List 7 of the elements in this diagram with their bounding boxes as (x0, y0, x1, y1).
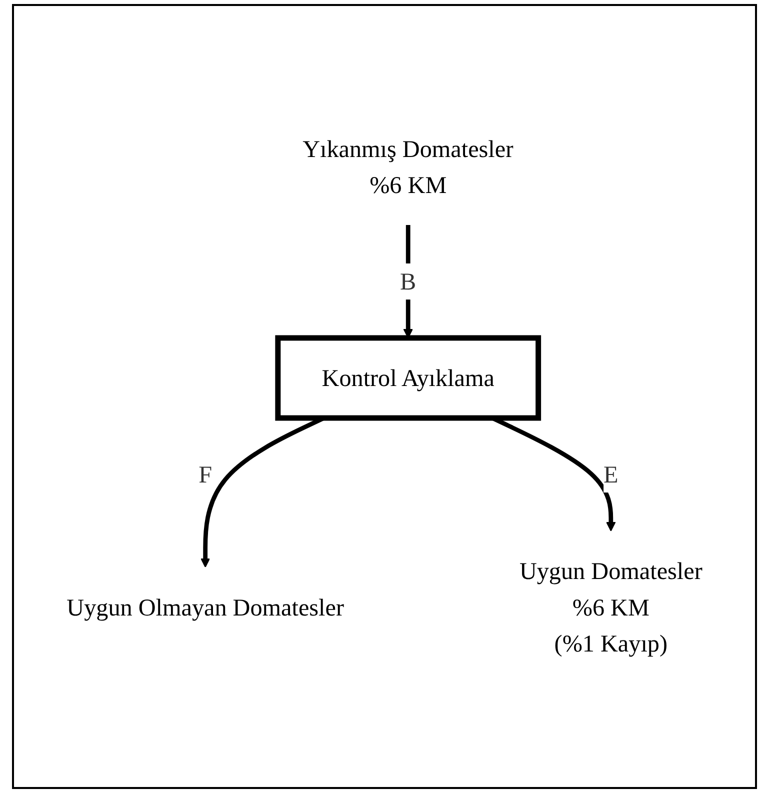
edge-label: B (400, 268, 416, 296)
node-text: Uygun Domatesler %6 KM (%1 Kayıp) (519, 558, 702, 658)
node-text: Yıkanmış Domatesler %6 KM (302, 136, 514, 200)
node-text: Uygun Olmayan Domatesler (66, 594, 344, 622)
edge-label: F (198, 461, 212, 489)
edge-label: E (604, 461, 618, 489)
node-box: Kontrol Ayıklama (275, 336, 542, 422)
